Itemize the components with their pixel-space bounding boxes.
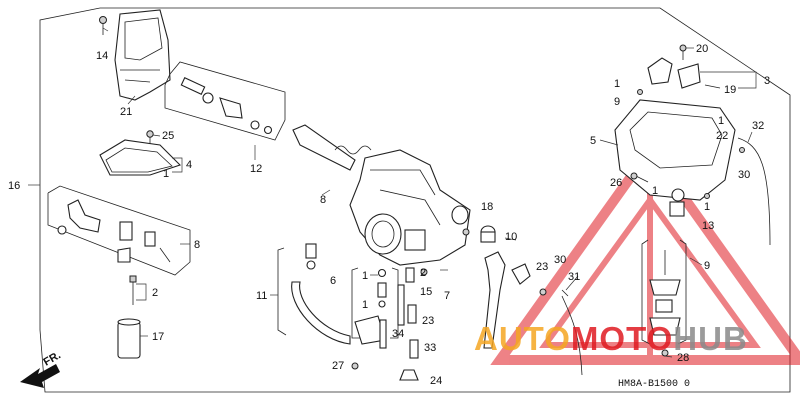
throttle-linkage-assembly bbox=[47, 185, 191, 276]
callout-28: 28 bbox=[677, 352, 689, 364]
callout-1: 1 bbox=[718, 115, 724, 127]
callout-11: 11 bbox=[256, 290, 267, 302]
front-direction-label: FR. bbox=[42, 349, 63, 368]
callout-30: 30 bbox=[738, 169, 750, 181]
drawing-code: HM8A-B1500 0 bbox=[618, 379, 690, 390]
callout-1: 1 bbox=[362, 270, 368, 282]
callout-7: 7 bbox=[444, 290, 450, 302]
float-chamber-cap-17 bbox=[117, 318, 141, 359]
overflow-tube-32 bbox=[737, 137, 771, 246]
callout-1: 1 bbox=[614, 78, 620, 90]
callout-18: 18 bbox=[481, 201, 493, 213]
air-box-cover bbox=[114, 9, 171, 101]
callout-26: 26 bbox=[610, 177, 622, 189]
callout-1: 1 bbox=[362, 299, 368, 311]
callout-23: 23 bbox=[536, 261, 548, 273]
callout-34: 34 bbox=[392, 328, 404, 340]
callout-15: 15 bbox=[420, 286, 432, 298]
callout-8: 8 bbox=[320, 194, 326, 206]
fuel-hose-11 bbox=[277, 243, 351, 345]
front-direction-arrow bbox=[20, 364, 60, 388]
callout-3: 3 bbox=[764, 75, 770, 87]
callout-1: 1 bbox=[652, 185, 658, 197]
callout-9: 9 bbox=[704, 260, 710, 272]
watermark-text: AUTOMOTOHUB bbox=[474, 320, 748, 357]
callout-labels: 14 21 12 25 4 1 16 8 8 2 17 11 6 1 2 15 … bbox=[8, 43, 770, 387]
callout-19: 19 bbox=[724, 84, 736, 96]
callout-33: 33 bbox=[424, 342, 436, 354]
callout-2: 2 bbox=[152, 287, 158, 299]
callout-23: 23 bbox=[422, 315, 434, 327]
callout-20: 20 bbox=[696, 43, 708, 55]
callout-25: 25 bbox=[162, 130, 174, 142]
leader-lines bbox=[28, 27, 757, 358]
callout-24: 24 bbox=[430, 375, 442, 387]
callout-2: 2 bbox=[420, 267, 426, 279]
callout-22: 22 bbox=[716, 130, 728, 142]
callout-4: 4 bbox=[186, 159, 192, 171]
float-chamber-5 bbox=[614, 99, 736, 202]
float-assembly-3 bbox=[637, 44, 721, 95]
needle-jet-set bbox=[397, 267, 428, 381]
screw-2 bbox=[129, 275, 137, 305]
cable-bracket-10 bbox=[483, 251, 547, 349]
callout-8: 8 bbox=[194, 239, 200, 251]
frame-outline bbox=[39, 7, 791, 393]
callout-16: 16 bbox=[8, 180, 20, 192]
callout-9: 9 bbox=[614, 96, 620, 108]
callout-27: 27 bbox=[332, 360, 344, 372]
screw-14 bbox=[99, 16, 107, 35]
callout-10: 10 bbox=[505, 231, 517, 243]
callout-30: 30 bbox=[554, 254, 566, 266]
callout-5: 5 bbox=[590, 135, 596, 147]
callout-1: 1 bbox=[704, 201, 710, 213]
callout-31: 31 bbox=[568, 271, 580, 283]
cover-plate-4 bbox=[99, 130, 182, 176]
callout-13: 13 bbox=[702, 220, 714, 232]
callout-17: 17 bbox=[152, 331, 164, 343]
vent-hose-31 bbox=[561, 289, 583, 376]
choke-assembly bbox=[164, 61, 286, 141]
throttle-shaft bbox=[292, 124, 372, 171]
callout-32: 32 bbox=[752, 120, 764, 132]
callout-6: 6 bbox=[330, 275, 336, 287]
callout-1: 1 bbox=[163, 168, 169, 180]
callout-12: 12 bbox=[250, 163, 262, 175]
callout-14: 14 bbox=[96, 50, 108, 62]
plug-18 bbox=[480, 225, 496, 243]
callout-21: 21 bbox=[120, 106, 132, 118]
carburetor-body bbox=[349, 149, 471, 266]
jet-stack-6 bbox=[351, 267, 399, 370]
